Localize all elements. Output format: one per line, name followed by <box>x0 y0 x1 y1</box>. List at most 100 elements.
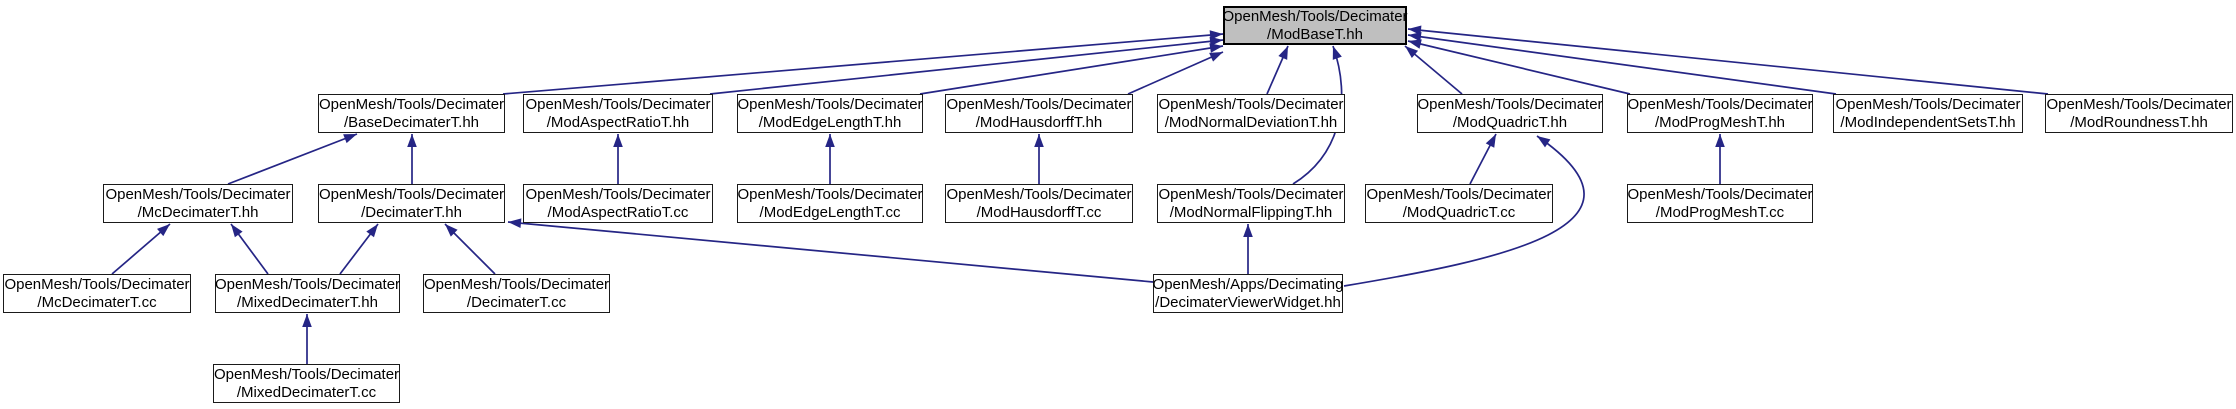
arrowhead <box>1034 134 1044 147</box>
node-mod_edge_length_cc[interactable]: OpenMesh/Tools/Decimater/ModEdgeLengthT.… <box>737 184 923 223</box>
node-label-line: OpenMesh/Tools/Decimater <box>1835 95 2021 113</box>
node-label-line: /ModQuadricT.cc <box>1402 203 1516 221</box>
node-label-line: /McDecimaterT.cc <box>37 293 157 311</box>
arrowhead <box>445 224 458 237</box>
arrowhead <box>302 314 312 327</box>
arrowhead <box>366 224 378 238</box>
node-mod_quadric_cc[interactable]: OpenMesh/Tools/Decimater/ModQuadricT.cc <box>1365 184 1553 223</box>
edge-mod_hausdorff_hh-to-mod_base_hh <box>1127 51 1224 95</box>
node-label-line: OpenMesh/Tools/Decimater <box>1366 185 1552 203</box>
node-label-line: /ModNormalDeviationT.hh <box>1164 113 1338 131</box>
node-decimater_cc[interactable]: OpenMesh/Tools/Decimater/DecimaterT.cc <box>423 274 610 313</box>
node-label-line: OpenMesh/Tools/Decimater <box>946 95 1132 113</box>
node-label-line: /MixedDecimaterT.cc <box>236 383 377 401</box>
node-mod_normal_flipping_hh[interactable]: OpenMesh/Tools/Decimater/ModNormalFlippi… <box>1157 184 1345 223</box>
arrowhead <box>157 224 170 237</box>
edge-mod_aspect_ratio_cc-to-mod_aspect_ratio_hh <box>613 134 623 184</box>
node-label-line: OpenMesh/Tools/Decimater <box>1627 95 1813 113</box>
node-label-line: /McDecimaterT.hh <box>137 203 259 221</box>
node-mod_aspect_ratio_hh[interactable]: OpenMesh/Tools/Decimater/ModAspectRatioT… <box>523 94 713 133</box>
arrowhead <box>1715 134 1725 147</box>
node-mod_normal_deviation_hh[interactable]: OpenMesh/Tools/Decimater/ModNormalDeviat… <box>1157 94 1345 133</box>
node-label-line: OpenMesh/Tools/Decimater <box>946 185 1132 203</box>
edge-mod_prog_mesh_cc-to-mod_prog_mesh_hh <box>1715 134 1725 184</box>
node-label-line: OpenMesh/Tools/Decimater <box>525 185 711 203</box>
node-mod_hausdorff_cc[interactable]: OpenMesh/Tools/Decimater/ModHausdorffT.c… <box>945 184 1133 223</box>
node-mod_aspect_ratio_cc[interactable]: OpenMesh/Tools/Decimater/ModAspectRatioT… <box>523 184 713 223</box>
node-label-line: /ModNormalFlippingT.hh <box>1169 203 1333 221</box>
edge-mod_quadric_cc-to-mod_quadric_hh <box>1469 133 1497 185</box>
edge-mod_edge_length_hh-to-mod_base_hh <box>919 43 1224 95</box>
arrowhead <box>825 134 835 147</box>
arrowhead <box>1332 46 1342 60</box>
node-label-line: /ModProgMeshT.cc <box>1655 203 1785 221</box>
node-mixed_decimater_cc[interactable]: OpenMesh/Tools/Decimater/MixedDecimaterT… <box>213 364 400 403</box>
node-label-line: /ModProgMeshT.hh <box>1654 113 1786 131</box>
node-mod_edge_length_hh[interactable]: OpenMesh/Tools/Decimater/ModEdgeLengthT.… <box>737 94 923 133</box>
edge-mod_roundness_hh-to-mod_base_hh <box>1407 25 2049 95</box>
node-label-line: OpenMesh/Tools/Decimater <box>737 95 923 113</box>
edge-mod_prog_mesh_hh-to-mod_base_hh <box>1407 39 1631 95</box>
edge-mod_independent_sets_hh-to-mod_base_hh <box>1407 32 1837 95</box>
node-label-line: /DecimaterT.hh <box>361 203 462 221</box>
node-label-line: /ModIndependentSetsT.hh <box>1840 113 2016 131</box>
node-mixed_decimater_hh[interactable]: OpenMesh/Tools/Decimater/MixedDecimaterT… <box>215 274 400 313</box>
node-label-line: /MixedDecimaterT.hh <box>237 293 378 311</box>
node-mod_independent_sets_hh[interactable]: OpenMesh/Tools/Decimater/ModIndependentS… <box>1833 94 2023 133</box>
node-label-line: /BaseDecimaterT.hh <box>343 113 480 131</box>
node-label-line: /ModQuadricT.hh <box>1452 113 1568 131</box>
arrowhead <box>1408 32 1422 42</box>
node-label-line: OpenMesh/Tools/Decimater <box>1158 185 1344 203</box>
arrowhead <box>1408 25 1422 36</box>
edge-mixed_decimater_hh-to-decimater_hh <box>339 223 379 275</box>
node-label-line: /ModAspectRatioT.cc <box>547 203 689 221</box>
arrowhead <box>1405 46 1419 59</box>
node-label-line: OpenMesh/Tools/Decimater <box>1222 7 1408 25</box>
arrowhead <box>1209 43 1223 53</box>
node-label-line: OpenMesh/Tools/Decimater <box>525 95 711 113</box>
node-mod_prog_mesh_hh[interactable]: OpenMesh/Tools/Decimater/ModProgMeshT.hh <box>1627 94 1813 133</box>
node-decimater_viewer_widget_hh[interactable]: OpenMesh/Apps/Decimating/DecimaterViewer… <box>1153 274 1343 313</box>
node-label-line: /ModEdgeLengthT.cc <box>759 203 901 221</box>
node-label-line: OpenMesh/Tools/Decimater <box>1627 185 1813 203</box>
arrowhead <box>1278 46 1288 60</box>
arrowhead <box>1408 39 1422 49</box>
node-label-line: /ModBaseT.hh <box>1267 25 1363 43</box>
node-mod_quadric_hh[interactable]: OpenMesh/Tools/Decimater/ModQuadricT.hh <box>1417 94 1603 133</box>
edge-mod_edge_length_cc-to-mod_edge_length_hh <box>825 134 835 184</box>
node-decimater_hh[interactable]: OpenMesh/Tools/Decimater/DecimaterT.hh <box>318 184 505 223</box>
node-label-line: /ModRoundnessT.hh <box>2070 113 2208 131</box>
edge-mod_hausdorff_cc-to-mod_hausdorff_hh <box>1034 134 1044 184</box>
arrowhead <box>1209 30 1223 40</box>
edge-decimater_hh-to-base_decimater_hh <box>407 134 417 184</box>
node-label-line: OpenMesh/Tools/Decimater <box>214 275 401 293</box>
arrowhead <box>1485 134 1496 148</box>
node-mc_decimater_hh[interactable]: OpenMesh/Tools/Decimater/McDecimaterT.hh <box>103 184 293 223</box>
edge-mod_quadric_hh-to-mod_base_hh <box>1404 45 1463 95</box>
arrowhead <box>508 218 522 228</box>
edge-mc_decimater_hh-to-base_decimater_hh <box>227 133 358 185</box>
edge-mod_aspect_ratio_hh-to-mod_base_hh <box>709 36 1224 95</box>
node-label-line: /ModHausdorffT.hh <box>975 113 1103 131</box>
edge-mc_decimater_cc-to-mc_decimater_hh <box>111 223 171 275</box>
node-mod_hausdorff_hh[interactable]: OpenMesh/Tools/Decimater/ModHausdorffT.h… <box>945 94 1133 133</box>
node-mod_roundness_hh[interactable]: OpenMesh/Tools/Decimater/ModRoundnessT.h… <box>2045 94 2233 133</box>
node-label-line: OpenMesh/Tools/Decimater <box>1158 95 1344 113</box>
arrowhead <box>1537 136 1551 148</box>
node-label-line: OpenMesh/Tools/Decimater <box>423 275 610 293</box>
edge-mixed_decimater_cc-to-mixed_decimater_hh <box>302 314 312 364</box>
node-base_decimater_hh[interactable]: OpenMesh/Tools/Decimater/BaseDecimaterT.… <box>318 94 505 133</box>
arrowhead <box>407 134 417 147</box>
edge-decimater_cc-to-decimater_hh <box>444 223 496 275</box>
arrowhead <box>613 134 623 147</box>
node-label-line: OpenMesh/Tools/Decimater <box>318 185 505 203</box>
node-label-line: OpenMesh/Tools/Decimater <box>105 185 291 203</box>
node-label-line: /ModHausdorffT.cc <box>976 203 1102 221</box>
node-label-line: OpenMesh/Tools/Decimater <box>213 365 400 383</box>
node-mc_decimater_cc[interactable]: OpenMesh/Tools/Decimater/McDecimaterT.cc <box>3 274 191 313</box>
node-label-line: /DecimaterT.cc <box>466 293 567 311</box>
node-mod_prog_mesh_cc[interactable]: OpenMesh/Tools/Decimater/ModProgMeshT.cc <box>1627 184 1813 223</box>
arrowhead <box>231 224 243 238</box>
edge-decimater_viewer_widget_hh-to-mod_normal_flipping_hh <box>1243 224 1253 274</box>
